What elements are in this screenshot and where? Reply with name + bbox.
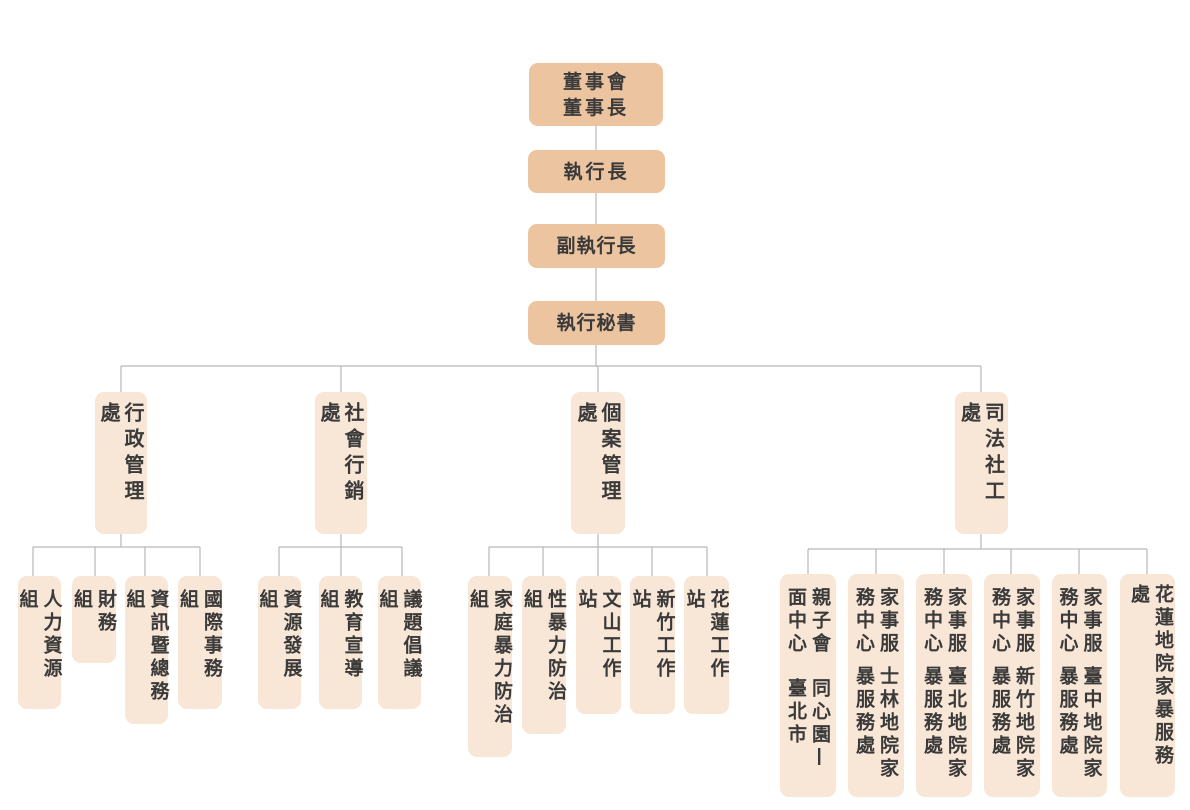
unit-taipei-court-col1: 家事服務中心 — [921, 587, 967, 656]
unit-hsinchu-station: 新竹工作站 — [630, 576, 676, 714]
unit-taichung-court: 家事服務中心 臺中地院家暴服務處 — [1052, 574, 1107, 797]
board-box: 董事會 董事長 — [529, 63, 663, 126]
unit-finance: 財務組 — [71, 576, 117, 663]
ceo-box: 執行長 — [528, 150, 665, 193]
dept-case-management: 個案管理處 — [571, 392, 625, 534]
unit-hr: 人力資源組 — [17, 576, 63, 709]
unit-hualien-court: 花蓮地院家暴服務處 — [1120, 574, 1175, 797]
unit-taipei-court-col2: 臺北地院家暴服務處 — [921, 665, 967, 781]
board-label: 董事會 — [562, 70, 629, 93]
dept-admin: 行政管理處 — [95, 392, 147, 534]
deputy-ceo-box: 副執行長 — [528, 224, 665, 268]
unit-domestic-violence: 家庭暴力防治組 — [467, 576, 513, 757]
unit-taichung-court-col2: 臺中地院家暴服務處 — [1056, 665, 1103, 781]
chairman-label: 董事長 — [562, 96, 629, 119]
unit-taipei-court: 家事服務中心 臺北地院家暴服務處 — [916, 574, 972, 797]
unit-shilin-court: 家事服務中心 士林地院家暴服務處 — [848, 574, 904, 797]
unit-hsinchu-court: 家事服務中心 新竹地院家暴服務處 — [984, 574, 1040, 797]
executive-secretary-box: 執行秘書 — [528, 301, 665, 345]
unit-hsinchu-court-col1: 家事服務中心 — [989, 587, 1035, 656]
unit-sexual-violence: 性暴力防治組 — [521, 576, 567, 734]
unit-parent-child-center-col2: 同心園—臺北市 — [785, 677, 831, 770]
unit-hsinchu-court-col2: 新竹地院家暴服務處 — [989, 665, 1035, 781]
unit-education: 教育宣導組 — [318, 576, 364, 709]
dept-marketing: 社會行銷處 — [315, 392, 367, 534]
dept-judicial: 司法社工處 — [955, 392, 1008, 534]
unit-resource-development: 資源發展組 — [257, 576, 303, 709]
unit-hualien-station: 花蓮工作站 — [684, 576, 730, 714]
unit-advocacy: 議題倡議組 — [377, 576, 423, 709]
unit-taichung-court-col1: 家事服務中心 — [1056, 587, 1103, 656]
unit-shilin-court-col1: 家事服務中心 — [853, 587, 899, 656]
unit-international: 國際事務組 — [177, 576, 223, 709]
unit-parent-child-center-col1: 親子會面中心 — [785, 587, 831, 656]
unit-it-general-affairs: 資訊暨總務組 — [124, 576, 170, 724]
unit-shilin-court-col2: 士林地院家暴服務處 — [853, 665, 899, 781]
unit-wenshan-station: 文山工作站 — [576, 576, 622, 714]
unit-parent-child-center: 親子會面中心 同心園—臺北市 — [780, 574, 836, 797]
